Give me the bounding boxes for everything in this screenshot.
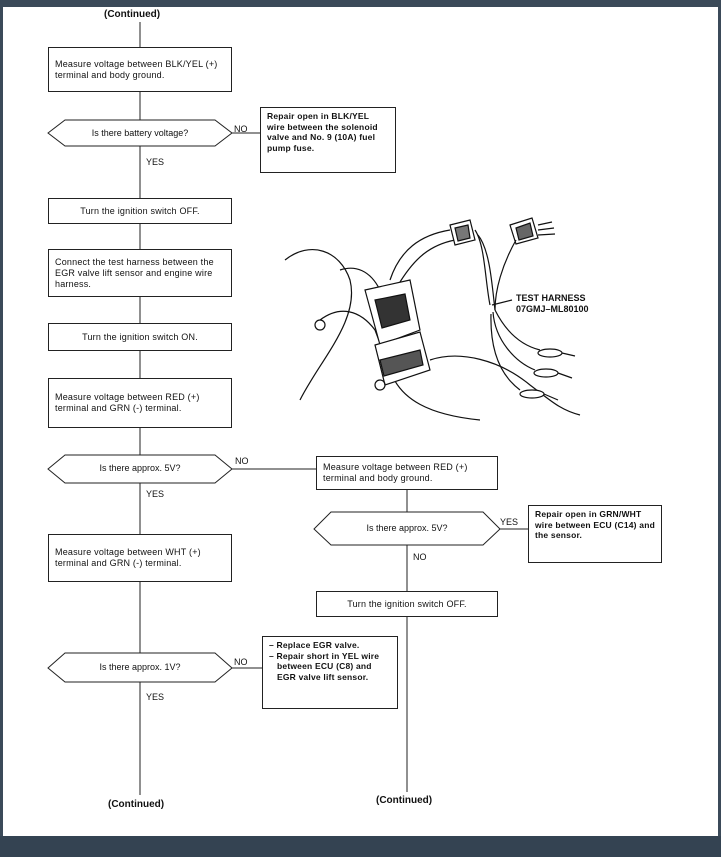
decision-shape-d3 bbox=[47, 652, 233, 683]
decision-shape-d1 bbox=[47, 119, 233, 147]
window-frame-right bbox=[718, 0, 721, 857]
window-frame-bottom bbox=[0, 836, 721, 857]
step-measure-wht-grn: Measure voltage between WHT (+) terminal… bbox=[48, 534, 232, 582]
step-measure-blk-yel: Measure voltage between BLK/YEL (+) term… bbox=[48, 47, 232, 92]
no-label-d1: NO bbox=[234, 124, 248, 134]
window-frame-left bbox=[0, 0, 3, 857]
repair-replace-egr: – Replace EGR valve. – Repair short in Y… bbox=[262, 636, 398, 709]
window-frame-top bbox=[0, 0, 721, 7]
step-ignition-on: Turn the ignition switch ON. bbox=[48, 323, 232, 351]
repair-open-blk-yel: Repair open in BLK/YEL wire between the … bbox=[260, 107, 396, 173]
step-ignition-off-right: Turn the ignition switch OFF. bbox=[316, 591, 498, 617]
step-ignition-off: Turn the ignition switch OFF. bbox=[48, 198, 232, 224]
step-connect-harness: Connect the test harness between the EGR… bbox=[48, 249, 232, 297]
test-harness-illustration bbox=[284, 217, 581, 421]
no-label-d3: NO bbox=[234, 657, 248, 667]
yes-label-d1: YES bbox=[146, 157, 165, 167]
decision-approx-5v-right: Is there approx. 5V? bbox=[366, 523, 448, 533]
decision-approx-1v: Is there approx. 1V? bbox=[99, 662, 181, 672]
continued-bottom-left-label: (Continued) bbox=[108, 799, 165, 810]
yes-label-d3: YES bbox=[146, 692, 165, 702]
decision-shape-d4 bbox=[313, 511, 501, 546]
no-label-d2: NO bbox=[235, 456, 249, 466]
harness-label-line2: 07GMJ–ML80100 bbox=[516, 304, 589, 314]
continued-bottom-right-label: (Continued) bbox=[376, 795, 433, 806]
decision-shape-d2 bbox=[47, 454, 233, 484]
repair-open-grn-wht: Repair open in GRN/WHT wire between ECU … bbox=[528, 505, 662, 563]
harness-label-line1: TEST HARNESS bbox=[516, 293, 586, 303]
step-measure-red-grn: Measure voltage between RED (+) terminal… bbox=[48, 378, 232, 428]
step-measure-red-body: Measure voltage between RED (+) terminal… bbox=[316, 456, 498, 490]
repair-short-yel-line2: – Repair short in YEL wire between ECU (… bbox=[269, 650, 380, 682]
decision-battery-voltage: Is there battery voltage? bbox=[91, 128, 189, 138]
no-label-d4: NO bbox=[413, 552, 427, 562]
repair-replace-egr-line1: – Replace EGR valve. bbox=[269, 640, 360, 650]
decision-approx-5v: Is there approx. 5V? bbox=[99, 463, 181, 473]
continued-top-label: (Continued) bbox=[104, 9, 161, 20]
yes-label-d4: YES bbox=[500, 517, 519, 527]
yes-label-d2: YES bbox=[146, 489, 165, 499]
